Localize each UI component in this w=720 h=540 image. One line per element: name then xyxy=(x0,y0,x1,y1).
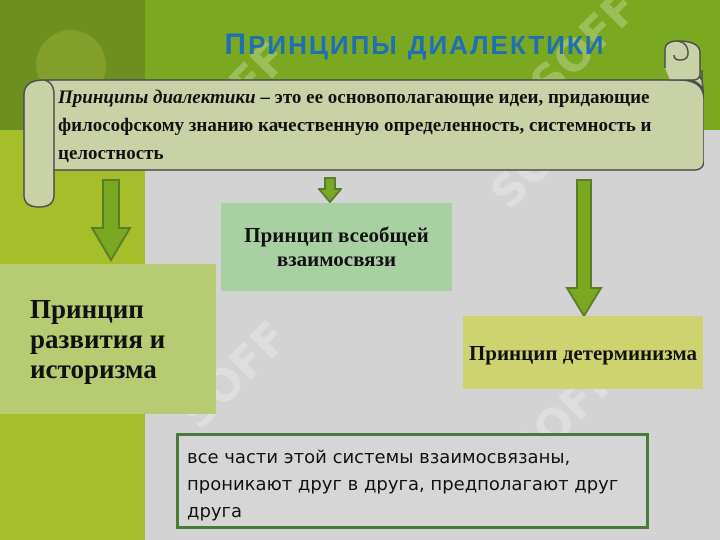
scroll-top-curl xyxy=(664,40,701,81)
arrow-down-icon xyxy=(318,177,342,203)
arrow-down-icon xyxy=(90,179,132,262)
note-box: все части этой системы взаимосвязаны, пр… xyxy=(176,433,649,529)
arrow-down-icon xyxy=(565,179,603,318)
principle-determinism: Принцип детерминизма xyxy=(463,316,703,389)
principle-development: Принцип развития и историзма xyxy=(0,264,216,414)
definition-body: – это ее основополагающие идеи, придающи… xyxy=(58,87,652,164)
page-title: ПРИНЦИПЫ ДИАЛЕКТИКИ xyxy=(180,28,650,62)
title-rest: РИНЦИПЫ ДИАЛЕКТИКИ xyxy=(248,30,606,60)
definition-text: Принципы диалектики – это ее основополаг… xyxy=(58,84,708,168)
principle-interconnection: Принцип всеобщей взаимосвязи xyxy=(221,203,452,291)
title-first-letter: П xyxy=(224,28,249,61)
definition-term: Принципы диалектики xyxy=(58,87,256,108)
